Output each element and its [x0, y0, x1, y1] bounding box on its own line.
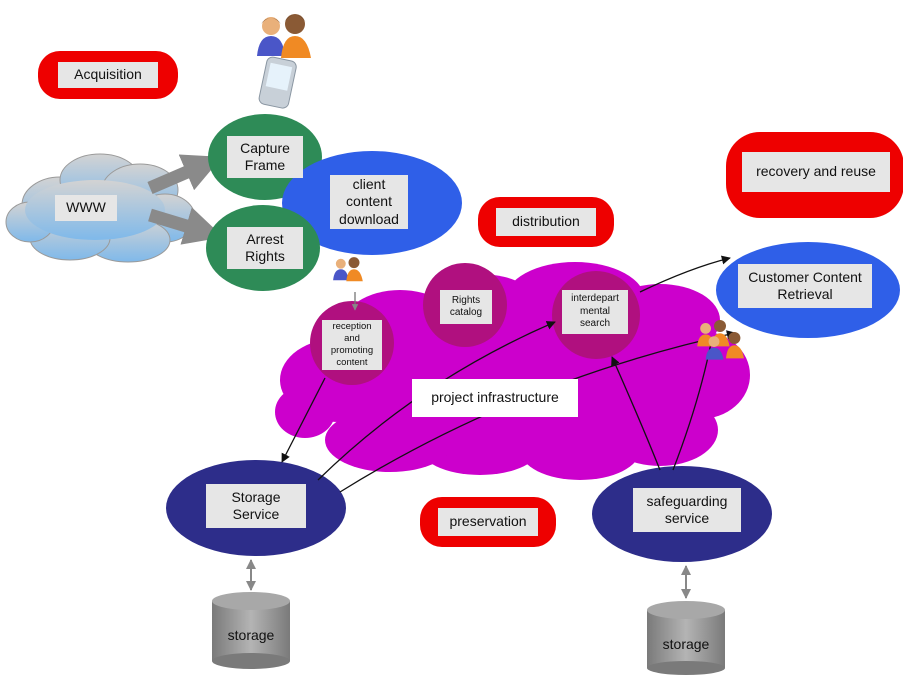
acquisition-phase-label: Acquisition — [58, 62, 158, 88]
www-label: WWW — [55, 195, 117, 221]
people-icon — [257, 14, 311, 58]
people-icon — [333, 257, 363, 282]
arrest-rights-label: Arrest Rights — [227, 227, 303, 269]
interdepartmental-search-label: interdepart mental search — [562, 290, 628, 334]
storage-left-label: storage — [227, 627, 275, 644]
storage-service-label: Storage Service — [206, 484, 306, 528]
storage-left-cylinder — [212, 592, 290, 669]
distribution-phase-label: distribution — [496, 208, 596, 236]
safeguarding-service-label: safeguarding service — [633, 488, 741, 532]
customer-retrieval-label: Customer Content Retrieval — [738, 264, 872, 308]
reception-label: reception and promoting content — [322, 320, 382, 370]
storage-right-label: storage — [662, 636, 710, 653]
www-arrows — [147, 154, 224, 245]
capture-frame-label: Capture Frame — [227, 136, 303, 178]
project-infrastructure-label: project infrastructure — [412, 379, 578, 417]
recovery-phase-label: recovery and reuse — [742, 152, 890, 192]
rights-catalog-label: Rights catalog — [440, 290, 492, 324]
client-download-label: client content download — [330, 175, 408, 229]
preservation-phase-label: preservation — [438, 508, 538, 536]
mobile-device-icon — [258, 56, 297, 109]
storage-right-cylinder — [647, 601, 725, 675]
people-icon — [697, 320, 744, 360]
